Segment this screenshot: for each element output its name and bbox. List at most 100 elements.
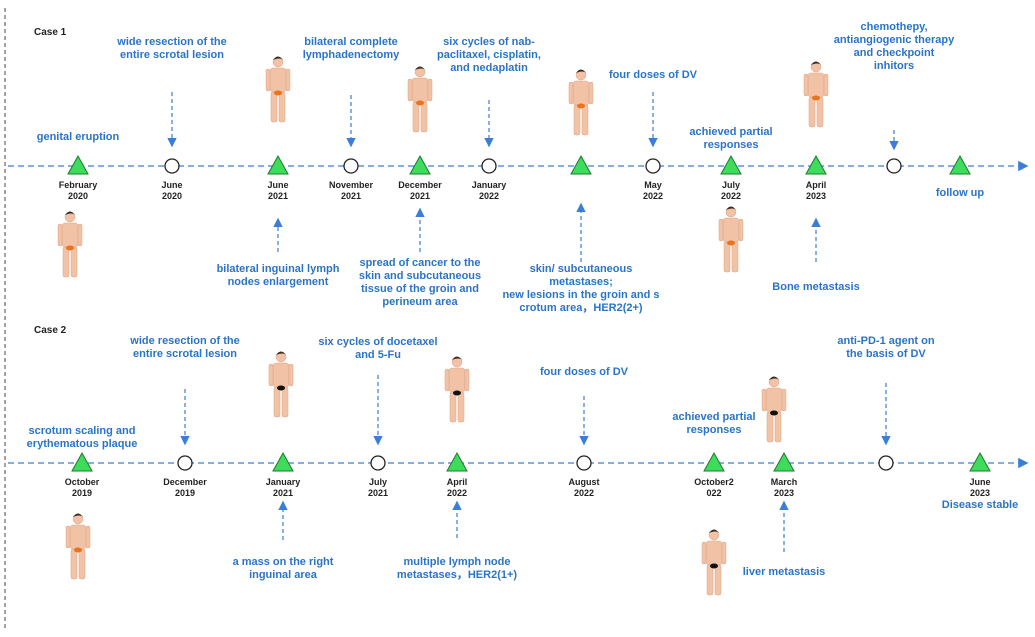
case1-label: Case 1 [34, 27, 67, 38]
case2-node-triangle [773, 451, 795, 472]
case1-event-text-line: bilateral complete [304, 36, 398, 48]
case2-node-date-line: August [569, 477, 600, 487]
case2-body-figure [761, 376, 787, 443]
case1-body-figure-lesion [727, 240, 735, 246]
case2-node-date-line: 2023 [970, 488, 990, 498]
case1-event-text-line: inhitors [874, 60, 914, 72]
case1-body-figure-lesion [274, 90, 282, 96]
case1-event-text-line: achieved partial [689, 126, 772, 138]
case2-event-text-line: and 5-Fu [355, 349, 401, 361]
case1-event-text-line: and checkpoint [854, 47, 935, 59]
case1-event-text-line: entire scrotal lesion [120, 49, 224, 61]
case2-event-text: four doses of DV [540, 366, 629, 378]
case1-event-text-line: new lesions in the groin and s [502, 289, 659, 301]
case1-node-date-line: June [161, 180, 182, 190]
case1-node-date-line: 2020 [68, 191, 88, 201]
case1-event-text-line: responses [703, 139, 758, 151]
case1-body-figure [265, 56, 291, 123]
case2-event-text-line: achieved partial [672, 411, 755, 423]
case2-event-text-line: six cycles of docetaxel [318, 336, 437, 348]
case2-node-date-line: 2023 [774, 488, 794, 498]
case1-event-text: four doses of DV [609, 69, 698, 81]
case1-event-text-line: and nedaplatin [450, 62, 528, 74]
case1-node-triangle [805, 154, 827, 175]
case1-node-date-line: 2022 [479, 191, 499, 201]
case2-event-text-line: metastases，HER2(1+) [397, 569, 517, 581]
case2-event-text-line: erythematous plaque [27, 438, 138, 450]
case2-body-figure-lesion [770, 410, 778, 416]
case2-node-triangle [71, 451, 93, 472]
case2-node-circle [370, 455, 386, 471]
case2-event-text-line: four doses of DV [540, 366, 629, 378]
case1-node-date-line: 2022 [721, 191, 741, 201]
case1-event-text-line: crotum area，HER2(2+) [519, 302, 643, 314]
case1-body-figure-lesion [66, 245, 74, 251]
case2-label: Case 2 [34, 325, 67, 336]
case1-body-figure [718, 206, 744, 273]
case2-node-triangle [969, 451, 991, 472]
case1-body-figure-lesion [812, 95, 820, 101]
case2-node-date-line: June [969, 477, 990, 487]
case1-event-text-line: perineum area [382, 296, 458, 308]
case2-node-date-line: December [163, 477, 207, 487]
case1-event-text-line: wide resection of the [116, 36, 226, 48]
case2-node-date-line: April [447, 477, 468, 487]
case2-body-figure-lesion [74, 547, 82, 553]
case2-body-figure [65, 513, 91, 580]
case2-node-date-line: January [266, 477, 301, 487]
case1-node-circle [481, 158, 497, 174]
case2-node-date-line: 022 [706, 488, 721, 498]
case2-event-text-line: inguinal area [249, 569, 318, 581]
case1-body-figure [568, 69, 594, 136]
case2-event-text-line: multiple lymph node [404, 556, 511, 568]
case2-event-text-line: entire scrotal lesion [133, 348, 237, 360]
case1-node-triangle [67, 154, 89, 175]
case2-event-text-line: wide resection of the [129, 335, 239, 347]
case1-node-date-line: January [472, 180, 507, 190]
case1-event-text-line: chemothepy, [860, 21, 927, 33]
case1-event-text-line: nodes enlargement [228, 276, 329, 288]
case2-event-text-line: liver metastasis [743, 566, 826, 578]
case2-body-figure-lesion [277, 385, 285, 391]
case1-node-triangle [720, 154, 742, 175]
case2-event-text-line: Disease stable [942, 499, 1018, 511]
case1-event-text-line: skin and subcutaneous [359, 270, 481, 282]
case1-event-text-line: tissue of the groin and [361, 283, 479, 295]
case2-event-text-line: a mass on the right [233, 556, 334, 568]
case2-node-triangle [446, 451, 468, 472]
case2-node-date-line: July [369, 477, 387, 487]
case1-event-text-line: paclitaxel, cisplatin, [437, 49, 541, 61]
case1-event-text-line: metastases; [549, 276, 613, 288]
case1-event-text-line: Bone metastasis [772, 281, 859, 293]
case2-node-date-line: 2021 [368, 488, 388, 498]
case2-node-date-line: 2022 [447, 488, 467, 498]
case1-node-date-line: November [329, 180, 374, 190]
case1-node-triangle [570, 154, 592, 175]
case1-node-date-line: April [806, 180, 827, 190]
case1-event-text: follow up [936, 187, 985, 199]
